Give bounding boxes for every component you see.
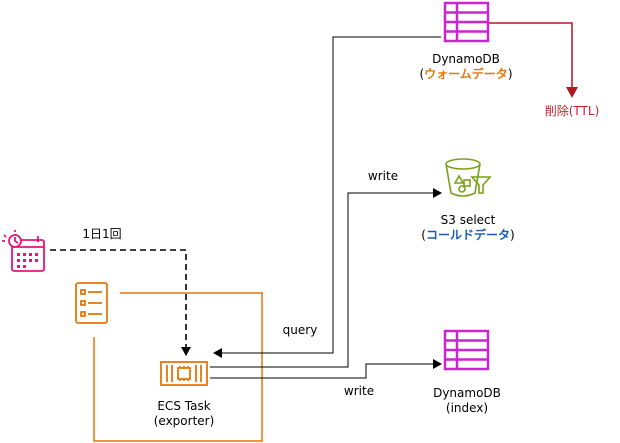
dynamodb-index-subtitle: (index): [445, 401, 489, 415]
ecs-task-subtitle: (exporter): [153, 414, 215, 428]
dynamodb-index-icon: [443, 329, 490, 371]
paren-close: ): [507, 67, 513, 81]
dynamodb-warm-subtitle: (ウォームデータ): [419, 67, 512, 82]
write-index-edge-label: write: [343, 384, 375, 398]
s3-select-name: S3 select: [440, 213, 496, 227]
paren-open: (: [419, 67, 425, 81]
dynamodb-warm-name: DynamoDB: [432, 52, 500, 66]
ecs-task-name: ECS Task: [157, 399, 211, 413]
schedule-edge-label: 1日1回: [82, 227, 122, 241]
scheduled-event-icon: [2, 230, 45, 272]
paren-open: (: [421, 228, 426, 242]
paren-close: ): [510, 228, 515, 242]
ecs-group-outline: [93, 292, 263, 442]
dynamodb-index-name: DynamoDB: [433, 386, 501, 400]
warm-data-label: ウォームデータ: [424, 67, 508, 81]
write-s3-edge-label: write: [367, 169, 399, 183]
cold-data-label: コールドデータ: [425, 228, 511, 242]
s3-select-subtitle: (コールドデータ): [421, 228, 514, 243]
query-edge: [213, 36, 441, 358]
schedule-edge: [50, 249, 191, 356]
ecs-task-chip-icon: [160, 361, 208, 386]
s3-select-bucket-icon: [445, 158, 492, 197]
dynamodb-table-icon: [443, 1, 490, 43]
write-index-edge: [210, 359, 442, 379]
query-edge-label: query: [282, 323, 318, 337]
delete-ttl-label: 削除(TTL): [544, 104, 600, 118]
checklist-icon: [75, 282, 108, 324]
write-s3-edge: [210, 188, 442, 368]
ttl-edge: [489, 22, 578, 98]
